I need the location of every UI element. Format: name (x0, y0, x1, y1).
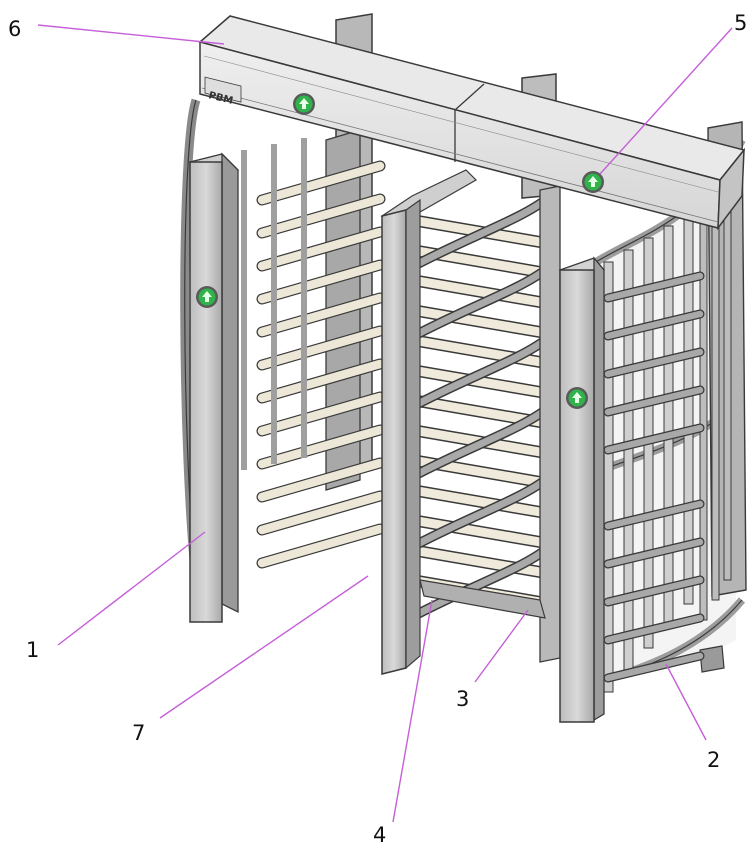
right-cage-vertical (699, 199, 708, 621)
leader-2 (665, 663, 707, 741)
callout-4: 4 (373, 823, 386, 845)
left-rung-fill (257, 227, 385, 271)
leader-3 (474, 609, 529, 683)
rotor-arm-fill (407, 485, 545, 517)
left-rung-fill (257, 359, 385, 403)
right-cage-vertical (603, 261, 614, 693)
left-rung-fill (257, 458, 385, 502)
rotor-arm-fill (407, 275, 545, 307)
leader-6 (37, 24, 225, 45)
callout-6: 6 (8, 17, 21, 41)
right-rung-fill (604, 386, 704, 416)
arrow-up-icon (202, 291, 212, 302)
indicator-light (196, 286, 218, 308)
right-cage-rungs (603, 271, 705, 683)
callout-5: 5 (734, 11, 747, 35)
right-rung-fill (604, 348, 704, 378)
left-rung-fill (257, 425, 385, 469)
right-rung-fill (604, 538, 704, 568)
rotor-spiral-fill (406, 194, 552, 272)
rotor-arm-fill (407, 515, 545, 547)
callout-1: 1 (26, 638, 39, 662)
rotor-arm-fill (407, 305, 545, 337)
leader-7 (159, 575, 369, 719)
arrow-up-icon (572, 392, 582, 403)
rotor-spiral-fill (406, 404, 552, 482)
right-rung-fill (604, 576, 704, 606)
center-front-post (380, 169, 477, 675)
callout-2: 2 (707, 748, 720, 772)
right-cage-vertical (723, 159, 732, 581)
right-front-post (558, 256, 606, 723)
rotor-spiral-fill (406, 474, 552, 552)
left-cage-bars (241, 138, 386, 569)
left-rung-fill (257, 260, 385, 304)
arrow-up-icon (299, 98, 309, 109)
left-rung-fill (257, 524, 385, 568)
left-rung-fill (257, 491, 385, 535)
rotor-bars (406, 214, 546, 608)
indicator-light (582, 171, 604, 193)
right-rung-fill (604, 500, 704, 530)
right-rung-fill (604, 310, 704, 340)
rotor-base (419, 579, 546, 619)
right-cage-vertical (711, 179, 720, 601)
left-rung-fill (257, 293, 385, 337)
leader-4 (392, 599, 433, 823)
rotor-spiral-fill (406, 334, 552, 412)
left-rung-fill (257, 392, 385, 436)
left-rung-fill (257, 326, 385, 370)
indicator-light (293, 93, 315, 115)
callout-7: 7 (132, 721, 145, 745)
indicator-light (566, 387, 588, 409)
right-rung-fill (604, 272, 704, 302)
right-rung-fill (604, 614, 704, 644)
right-rung-fill (604, 652, 704, 682)
left-front-post (188, 152, 240, 623)
rotor-arm-fill (407, 395, 545, 427)
arrow-up-icon (588, 176, 598, 187)
right-cage-vertical (623, 249, 634, 671)
left-rung-fill (257, 161, 385, 205)
rotor-shaft (539, 185, 561, 663)
leader-1 (57, 531, 206, 646)
callout-leaders (37, 24, 733, 823)
rotor-spiral-fill (406, 264, 552, 342)
leader-5 (599, 27, 733, 175)
right-rung-fill (604, 424, 704, 454)
left-rung-fill (257, 194, 385, 238)
callout-labels: 1 2 3 4 5 6 7 (8, 11, 747, 845)
callout-3: 3 (456, 687, 469, 711)
